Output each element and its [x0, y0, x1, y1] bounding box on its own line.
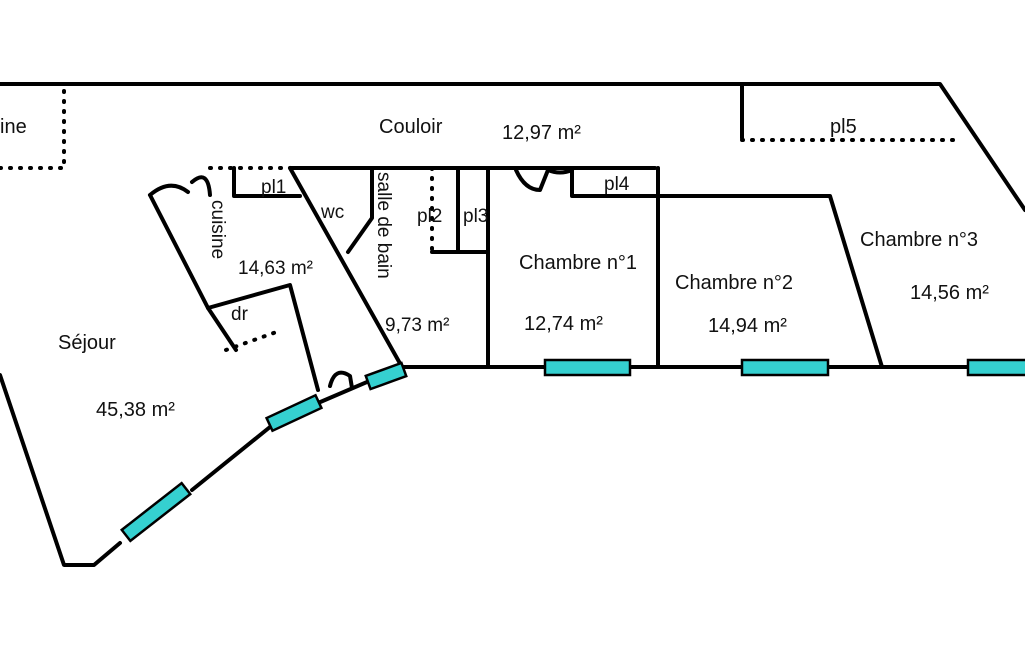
- label-chambre-1: Chambre n°1: [519, 252, 637, 274]
- window-sejour-lower: [119, 481, 193, 543]
- label-cuisine-edge: ine: [0, 116, 27, 138]
- area-chambre-3: 14,56 m²: [910, 282, 989, 304]
- area-chambre-2: 14,94 m²: [708, 315, 787, 337]
- label-cuisine: cuisine: [207, 200, 228, 259]
- windows: [119, 358, 1025, 543]
- room-labels: ine Couloir 12,97 m² pl5 pl1 wc salle de…: [0, 116, 989, 421]
- label-pl1: pl1: [261, 177, 286, 198]
- label-pl2: pl2: [417, 206, 442, 227]
- label-salle-de-bain: salle de bain: [373, 172, 394, 279]
- window-salle-de-bain: [364, 361, 408, 391]
- door-swings: [148, 168, 574, 390]
- dotted-partitions: [0, 82, 962, 352]
- window-chambre-3: [966, 358, 1025, 377]
- label-chambre-2: Chambre n°2: [675, 272, 793, 294]
- area-sejour: 45,38 m²: [96, 399, 175, 421]
- label-dr: dr: [231, 304, 249, 325]
- area-cuisine: 14,63 m²: [238, 258, 313, 279]
- label-chambre-3: Chambre n°3: [860, 229, 978, 251]
- area-couloir: 12,97 m²: [502, 122, 581, 144]
- label-wc: wc: [320, 202, 344, 223]
- window-chambre-1: [543, 358, 632, 377]
- label-pl5: pl5: [830, 116, 857, 138]
- label-couloir: Couloir: [379, 116, 443, 138]
- interior-walls: [148, 82, 884, 392]
- window-chambre-2: [740, 358, 830, 377]
- label-sejour: Séjour: [58, 332, 116, 354]
- window-sejour-upper: [264, 393, 324, 433]
- area-salle-de-bain: 9,73 m²: [385, 315, 449, 336]
- area-chambre-1: 12,74 m²: [524, 313, 603, 335]
- outer-walls: [0, 82, 1025, 567]
- label-pl4: pl4: [604, 174, 630, 195]
- label-pl3: pl3: [463, 206, 488, 227]
